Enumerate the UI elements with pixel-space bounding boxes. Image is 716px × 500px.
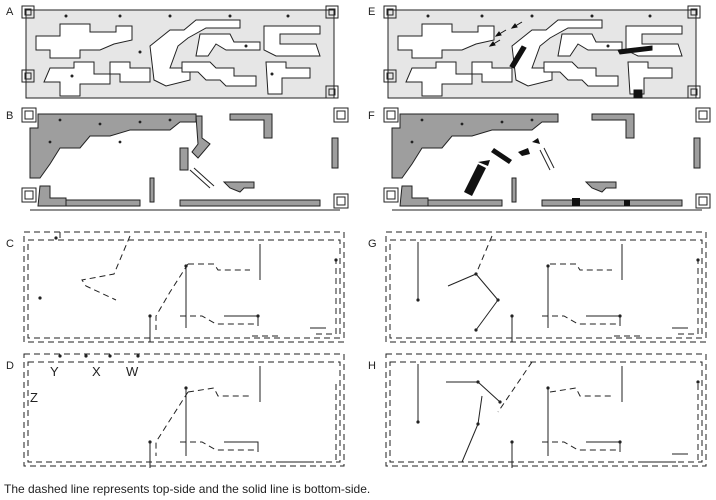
panel-f-board (383, 107, 711, 211)
trace-label-y: Y (50, 364, 59, 379)
panel-label-c: C (6, 238, 14, 250)
panel-e-board (383, 5, 701, 99)
panel-label-a: A (6, 6, 14, 18)
panel-label-f: F (368, 110, 375, 122)
panel-b-board (21, 107, 349, 211)
panel-h-schematic (385, 353, 707, 468)
panel-label-g: G (368, 238, 377, 250)
panel-label-b: B (6, 110, 14, 122)
trace-label-z: Z (30, 390, 38, 405)
panel-label-e: E (368, 6, 376, 18)
panel-c-schematic (23, 230, 345, 343)
trace-label-x: X (92, 364, 101, 379)
panel-g-schematic (385, 231, 707, 343)
figure-caption: The dashed line represents top-side and … (4, 482, 371, 496)
panel-label-h: H (368, 360, 376, 372)
panel-label-d: D (6, 360, 14, 372)
panel-d-schematic (23, 353, 345, 468)
panel-a-board (21, 5, 339, 99)
trace-label-w: W (126, 364, 139, 379)
